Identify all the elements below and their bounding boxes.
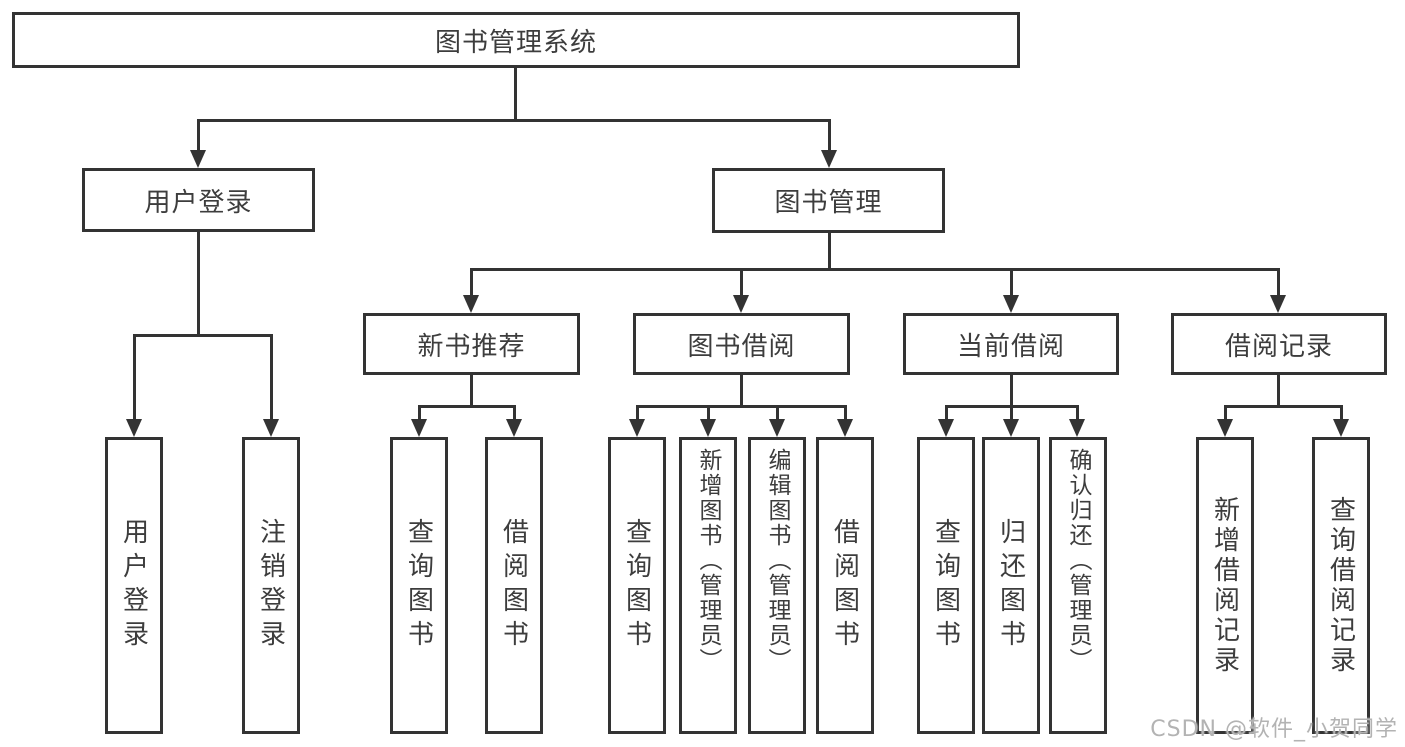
- arrowhead: [1003, 419, 1019, 437]
- connector-line: [513, 405, 516, 421]
- arrowhead: [821, 150, 837, 168]
- arrowhead: [837, 419, 853, 437]
- connector-line: [1277, 268, 1280, 297]
- connector-line: [470, 268, 1280, 271]
- arrowhead: [1270, 295, 1286, 313]
- leaf-return-books: 归还图书: [982, 437, 1040, 734]
- connector-line: [1010, 405, 1013, 421]
- connector-line: [270, 334, 273, 421]
- arrowhead: [1217, 419, 1233, 437]
- leaf-borrow-books-1: 借阅图书: [485, 437, 543, 734]
- leaf-query-borrow-record: 查询借阅记录: [1312, 437, 1370, 734]
- arrowhead: [938, 419, 954, 437]
- connector-line: [197, 119, 200, 152]
- leaf-user-login: 用户登录: [105, 437, 163, 734]
- node-book-borrow: 图书借阅: [633, 313, 850, 375]
- connector-line: [1010, 268, 1013, 297]
- arrowhead: [1333, 419, 1349, 437]
- connector-line: [133, 334, 136, 421]
- connector-line: [636, 405, 639, 421]
- connector-line: [470, 375, 473, 408]
- leaf-add-borrow-record: 新增借阅记录: [1196, 437, 1254, 734]
- leaf-add-books-admin: 新增图书（管理员）: [679, 437, 737, 734]
- connector-line: [776, 405, 779, 421]
- arrowhead: [1069, 419, 1085, 437]
- arrowhead: [263, 419, 279, 437]
- connector-line: [636, 405, 846, 408]
- connector-line: [514, 66, 517, 122]
- arrowhead: [190, 150, 206, 168]
- arrowhead: [506, 419, 522, 437]
- connector-line: [470, 268, 473, 297]
- arrowhead: [733, 295, 749, 313]
- arrowhead: [1003, 295, 1019, 313]
- connector-line: [1224, 405, 1227, 421]
- node-book-management: 图书管理: [712, 168, 945, 233]
- connector-line: [828, 233, 831, 271]
- connector-line: [1224, 405, 1342, 408]
- arrowhead: [126, 419, 142, 437]
- connector-line: [945, 405, 948, 421]
- leaf-borrow-books-2: 借阅图书: [816, 437, 874, 734]
- connector-line: [740, 268, 743, 297]
- connector-line: [1340, 405, 1343, 421]
- leaf-query-books-3: 查询图书: [917, 437, 975, 734]
- node-user-login: 用户登录: [82, 168, 315, 232]
- arrowhead: [769, 419, 785, 437]
- leaf-query-books-1: 查询图书: [390, 437, 448, 734]
- connector-line: [418, 405, 516, 408]
- node-current-borrow: 当前借阅: [903, 313, 1119, 375]
- connector-line: [197, 232, 200, 336]
- connector-line: [1076, 405, 1079, 421]
- connector-line: [707, 405, 710, 421]
- node-new-book-recommend: 新书推荐: [363, 313, 580, 375]
- arrowhead: [411, 419, 427, 437]
- arrowhead: [629, 419, 645, 437]
- leaf-query-books-2: 查询图书: [608, 437, 666, 734]
- leaf-confirm-return-admin: 确认归还（管理员）: [1049, 437, 1107, 734]
- connector-line: [1277, 375, 1280, 408]
- arrowhead: [463, 295, 479, 313]
- leaf-logout: 注销登录: [242, 437, 300, 734]
- connector-line: [133, 334, 273, 337]
- connector-line: [844, 405, 847, 421]
- connector-line: [197, 119, 831, 122]
- csdn-watermark: CSDN @软件_小贺同学: [1150, 717, 1398, 742]
- arrowhead: [700, 419, 716, 437]
- connector-line: [1010, 375, 1013, 408]
- connector-line: [418, 405, 421, 421]
- node-root: 图书管理系统: [12, 12, 1020, 68]
- connector-line: [828, 119, 831, 152]
- connector-line: [740, 375, 743, 408]
- leaf-edit-books-admin: 编辑图书（管理员）: [748, 437, 806, 734]
- node-borrow-records: 借阅记录: [1171, 313, 1387, 375]
